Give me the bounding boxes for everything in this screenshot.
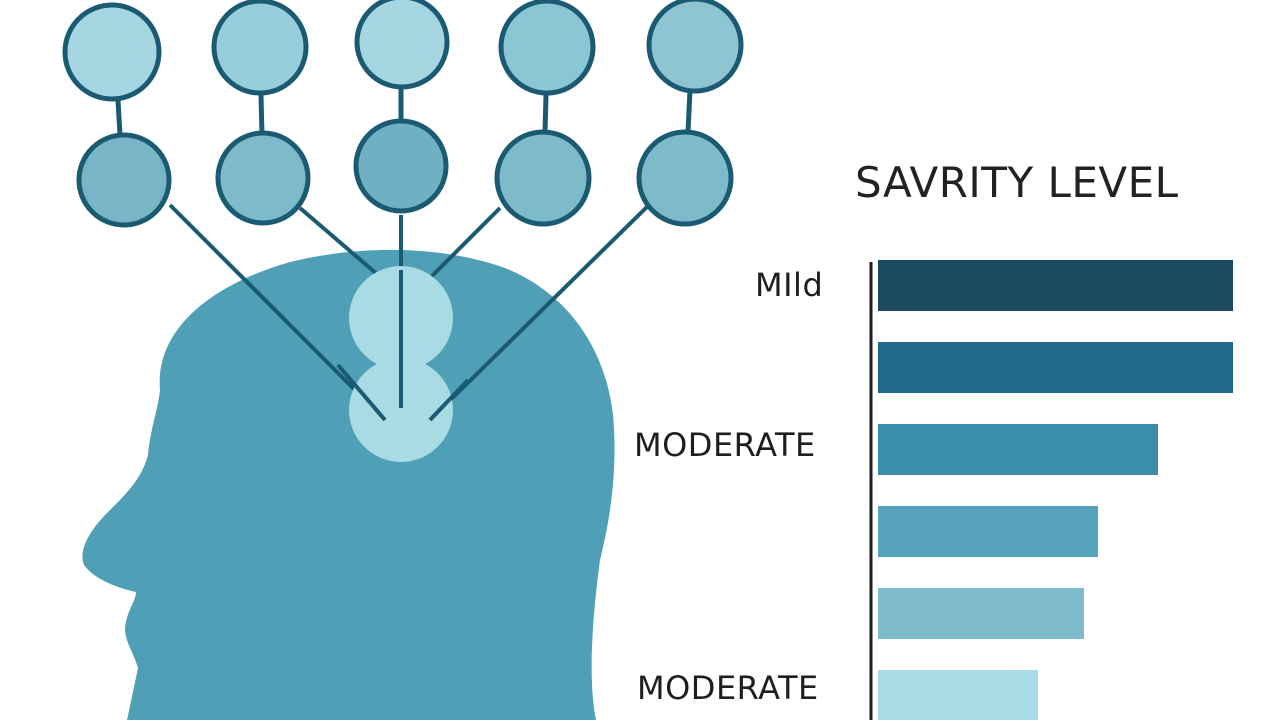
- brain-node-lower: [349, 358, 453, 462]
- level-label-mild: MIld: [755, 266, 824, 304]
- severity-bar-5: [878, 588, 1084, 639]
- level-label-moderate-2: MODERATE: [637, 669, 819, 707]
- node-row-top: [62, 0, 744, 102]
- severity-bar-6: [878, 670, 1038, 720]
- node-links: [115, 88, 693, 136]
- severity-bar-2: [878, 342, 1233, 393]
- level-label-moderate-1: MODERATE: [634, 426, 816, 464]
- node-row-bottom: [76, 118, 734, 228]
- head-silhouette: [82, 249, 615, 720]
- severity-bar-3: [878, 424, 1158, 475]
- chart-title: SAVRITY LEVEL: [855, 158, 1179, 207]
- severity-bars: [878, 260, 1233, 720]
- severity-bar-1: [878, 260, 1233, 311]
- severity-bar-4: [878, 506, 1098, 557]
